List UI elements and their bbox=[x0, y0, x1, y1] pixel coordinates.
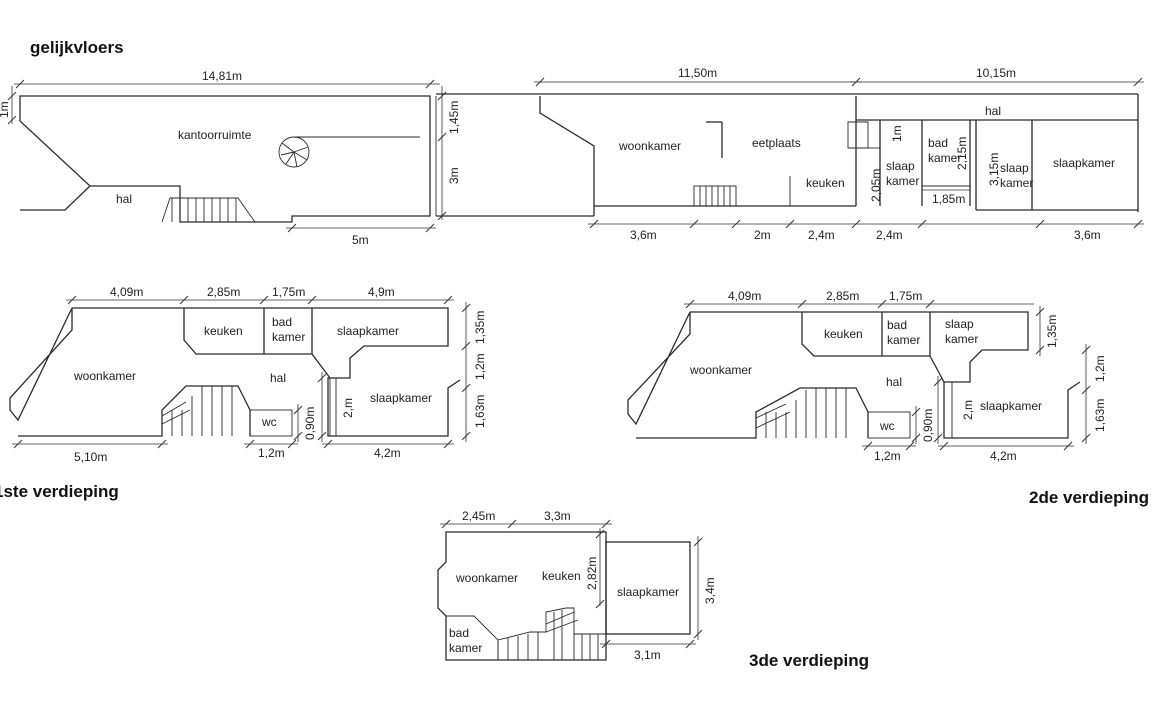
first-room-wc: wc bbox=[261, 415, 277, 429]
title-ground-floor: gelijkvloers bbox=[30, 38, 124, 57]
dim-3-6-b: 3,6m bbox=[1074, 228, 1101, 242]
dim-3-15: 3,15m bbox=[987, 153, 1001, 186]
dim-1-45: 1,45m bbox=[447, 101, 461, 134]
dim-11-50: 11,50m bbox=[678, 66, 717, 80]
first-floor-dimensions: 4,09m 2,85m 1,75m 4,9m 1,35m 1,2m 1,63m … bbox=[12, 285, 487, 464]
first-dim-2-85: 2,85m bbox=[207, 285, 240, 299]
second-dim-1-35: 1,35m bbox=[1045, 315, 1059, 348]
straight-staircase bbox=[161, 197, 256, 223]
dim-5m: 5m bbox=[352, 233, 369, 247]
first-dim-4-09: 4,09m bbox=[110, 285, 143, 299]
first-dim-5-10: 5,10m bbox=[74, 450, 107, 464]
ground-dimensions-right: 11,50m 10,15m 3,6m 2m 2,4m 2,4m 3,6m 1m … bbox=[534, 66, 1144, 242]
room-hall: hal bbox=[116, 192, 132, 206]
title-third-floor: 3de verdieping bbox=[749, 651, 869, 670]
dim-2-15: 2,15m bbox=[955, 137, 969, 170]
second-room-wc: wc bbox=[879, 419, 895, 433]
third-room-bed: slaapkamer bbox=[617, 585, 679, 599]
third-dim-3-3: 3,3m bbox=[544, 509, 571, 523]
first-dim-1-35: 1,35m bbox=[473, 311, 487, 344]
ground-right-stair bbox=[693, 185, 737, 207]
room-kitchen: keuken bbox=[806, 176, 845, 190]
title-first-floor: 1ste verdieping bbox=[0, 482, 119, 501]
second-room-kitchen: keuken bbox=[824, 327, 863, 341]
third-dim-2-45: 2,45m bbox=[462, 509, 495, 523]
dim-1-85: 1,85m bbox=[932, 192, 965, 206]
dim-2m: 2m bbox=[754, 228, 771, 242]
first-room-kitchen: keuken bbox=[204, 324, 243, 338]
first-dim-0-90: 0,90m bbox=[303, 407, 317, 440]
first-dim-1-75: 1,75m bbox=[272, 285, 305, 299]
dim-1m-bath: 1m bbox=[890, 125, 904, 142]
ground-left-building: kantoorruimte hal bbox=[19, 95, 437, 223]
second-dim-1-75: 1,75m bbox=[889, 289, 922, 303]
second-dim-2-85: 2,85m bbox=[826, 289, 859, 303]
room-bedroom: slaapkamer bbox=[1053, 156, 1115, 170]
third-room-kitchen: keuken bbox=[542, 569, 581, 583]
dim-2-4-a: 2,4m bbox=[808, 228, 835, 242]
spiral-staircase bbox=[278, 136, 420, 168]
second-dim-1-2: 1,2m bbox=[1093, 355, 1107, 382]
third-dim-3-4: 3,4m bbox=[703, 577, 717, 604]
second-dim-0-90: 0,90m bbox=[921, 409, 935, 442]
third-room-living: woonkamer bbox=[455, 571, 518, 585]
second-room-living: woonkamer bbox=[689, 363, 752, 377]
second-dim-1-63: 1,63m bbox=[1093, 399, 1107, 432]
dim-2-05: 2,05m bbox=[869, 169, 883, 202]
first-dim-4-9: 4,9m bbox=[368, 285, 395, 299]
dim-3m: 3m bbox=[447, 167, 461, 184]
title-second-floor: 2de verdieping bbox=[1029, 488, 1149, 507]
third-dim-2-82: 2,82m bbox=[585, 557, 599, 590]
first-room-hall: hal bbox=[270, 371, 286, 385]
first-dim-1-2: 1,2m bbox=[473, 353, 487, 380]
first-dim-1-2-b: 1,2m bbox=[258, 446, 285, 460]
second-room-bed: slaapkamer bbox=[980, 399, 1042, 413]
first-dim-2m: 2,m bbox=[341, 398, 355, 418]
room-dining: eetplaats bbox=[752, 136, 801, 150]
dim-3-6-a: 3,6m bbox=[630, 228, 657, 242]
second-dim-2m: 2,m bbox=[961, 400, 975, 420]
third-floor-dimensions: 2,45m 3,3m 2,82m 3,4m 3,1m bbox=[440, 509, 717, 662]
third-dim-3-1: 3,1m bbox=[634, 648, 661, 662]
room-living: woonkamer bbox=[618, 139, 681, 153]
second-dim-4-09: 4,09m bbox=[728, 289, 761, 303]
room-office: kantoorruimte bbox=[178, 128, 252, 142]
ground-dimensions-left: 14,81m 1m 1,45m 3m 5m bbox=[0, 69, 461, 247]
second-dim-4-2: 4,2m bbox=[990, 449, 1017, 463]
second-floor-dimensions: 4,09m 2,85m 1,75m 1,35m 1,2m 1,63m 1,2m … bbox=[684, 289, 1107, 463]
second-dim-1-2-b: 1,2m bbox=[874, 449, 901, 463]
first-room-bed: slaapkamer bbox=[370, 391, 432, 405]
dim-2-4-b: 2,4m bbox=[876, 228, 903, 242]
room-hall-2: hal bbox=[985, 104, 1001, 118]
first-dim-1-63: 1,63m bbox=[473, 395, 487, 428]
dim-10-15: 10,15m bbox=[976, 66, 1016, 80]
first-dim-4-2: 4,2m bbox=[374, 446, 401, 460]
dim-1m-left: 1m bbox=[0, 101, 11, 118]
first-room-living: woonkamer bbox=[73, 369, 136, 383]
first-room-bed-top: slaapkamer bbox=[337, 324, 399, 338]
second-room-hall: hal bbox=[886, 375, 902, 389]
dim-14-81: 14,81m bbox=[202, 69, 242, 83]
